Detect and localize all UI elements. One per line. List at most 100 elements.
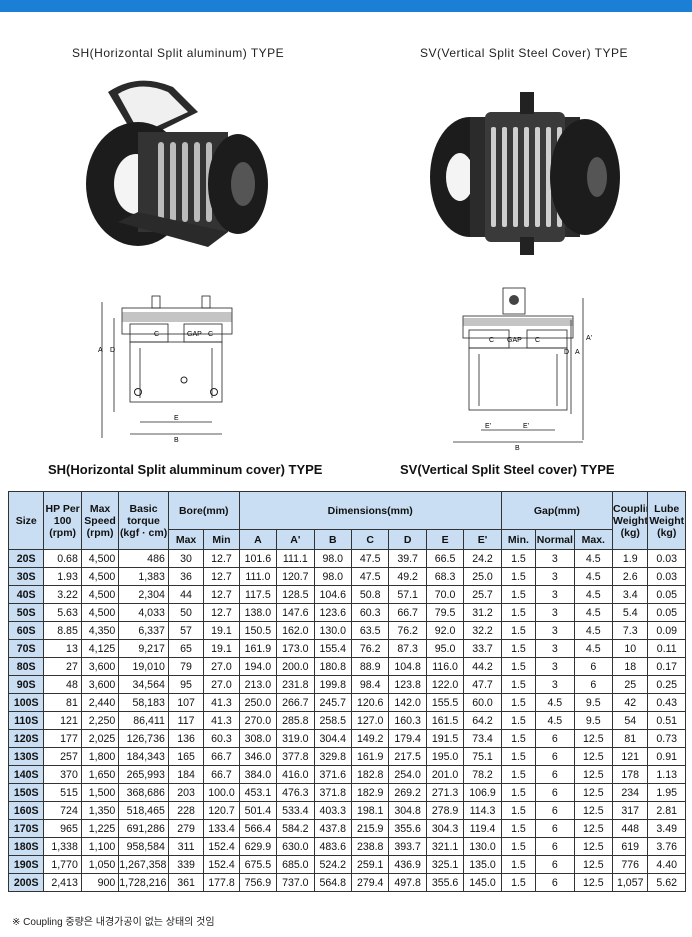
table-cell: 437.8 <box>313 819 352 838</box>
table-cell: 258.5 <box>313 711 352 730</box>
table-cell: 66.7 <box>203 747 240 766</box>
table-cell: 1.5 <box>500 603 537 622</box>
table-cell: 4.5 <box>535 693 575 712</box>
table-cell: 339 <box>167 855 205 874</box>
table-cell: 36 <box>167 567 205 586</box>
table-cell: 1.5 <box>500 675 537 694</box>
table-cell: 0.73 <box>647 729 686 748</box>
table-cell: 66.7 <box>388 603 427 622</box>
table-cell: 76.2 <box>388 621 427 640</box>
table-cell: 1.5 <box>500 567 537 586</box>
table-cell: 3 <box>535 585 575 604</box>
table-cell: 6 <box>535 837 575 856</box>
table-cell: 12.5 <box>573 765 614 784</box>
table-cell: 1.5 <box>500 837 537 856</box>
table-cell: 86,411 <box>118 711 169 730</box>
table-cell: 6 <box>535 729 575 748</box>
table-cell: 50 <box>167 603 205 622</box>
table-cell: 173.0 <box>276 639 315 658</box>
table-cell: 1,338 <box>43 837 82 856</box>
table-cell: 238.8 <box>350 837 390 856</box>
size-cell: 30S <box>7 567 45 586</box>
table-cell: 629.9 <box>238 837 278 856</box>
table-cell: 3,600 <box>80 657 120 676</box>
table-cell: 49.2 <box>388 567 427 586</box>
table-cell: 66.7 <box>203 765 240 784</box>
sh-label-gap: GAP <box>187 331 202 338</box>
table-cell: 182.9 <box>350 783 390 802</box>
sv-label-e-prime-left: E' <box>485 423 491 430</box>
table-cell: 12.7 <box>203 603 240 622</box>
size-cell: 70S <box>7 639 45 658</box>
table-cell: 756.9 <box>238 873 278 892</box>
table-cell: 4.5 <box>573 549 614 568</box>
table-cell: 776 <box>612 855 649 874</box>
table-cell: 60.0 <box>463 693 502 712</box>
table-cell: 311 <box>167 837 205 856</box>
table-cell: 279.4 <box>350 873 390 892</box>
size-cell: 140S <box>7 765 45 784</box>
table-cell: 317 <box>612 801 649 820</box>
sv-label-a: A <box>575 349 580 356</box>
table-cell: 58,183 <box>118 693 169 712</box>
table-cell: 497.8 <box>388 873 427 892</box>
header-dim-c: C <box>350 529 390 550</box>
table-cell: 370 <box>43 765 82 784</box>
size-cell: 180S <box>7 837 45 856</box>
table-cell: 6 <box>535 819 575 838</box>
header-dim-d: D <box>388 529 427 550</box>
header-hp-per-100: HP Per 100 (rpm) <box>43 491 82 550</box>
size-cell: 90S <box>7 675 45 694</box>
table-cell: 10 <box>612 639 649 658</box>
table-cell: 119.4 <box>463 819 502 838</box>
table-cell: 518,465 <box>118 801 169 820</box>
table-cell: 3.22 <box>43 585 82 604</box>
table-cell: 27.0 <box>203 675 240 694</box>
table-cell: 1.5 <box>500 657 537 676</box>
table-cell: 155.4 <box>313 639 352 658</box>
size-cell: 190S <box>7 855 45 874</box>
table-cell: 68.3 <box>425 567 465 586</box>
table-cell: 0.91 <box>647 747 686 766</box>
sh-label-b: B <box>174 437 179 444</box>
table-cell: 19.1 <box>203 621 240 640</box>
table-cell: 201.0 <box>425 765 465 784</box>
table-cell: 371.6 <box>313 765 352 784</box>
table-cell: 120.7 <box>203 801 240 820</box>
size-cell: 40S <box>7 585 45 604</box>
table-cell: 0.03 <box>647 549 686 568</box>
table-cell: 177 <box>43 729 82 748</box>
table-cell: 1,225 <box>80 819 120 838</box>
table-cell: 25.0 <box>463 567 502 586</box>
table-cell: 1.5 <box>500 765 537 784</box>
table-cell: 3,600 <box>80 675 120 694</box>
table-cell: 501.4 <box>238 801 278 820</box>
table-cell: 155.5 <box>425 693 465 712</box>
table-cell: 161.5 <box>425 711 465 730</box>
table-cell: 121 <box>43 711 82 730</box>
table-cell: 393.7 <box>388 837 427 856</box>
table-cell: 54 <box>612 711 649 730</box>
table-cell: 116.0 <box>425 657 465 676</box>
table-cell: 79.5 <box>425 603 465 622</box>
table-cell: 483.6 <box>313 837 352 856</box>
table-cell: 123.8 <box>388 675 427 694</box>
table-cell: 88.9 <box>350 657 390 676</box>
table-cell: 533.4 <box>276 801 315 820</box>
size-cell: 160S <box>7 801 45 820</box>
table-cell: 8.85 <box>43 621 82 640</box>
table-cell: 1.5 <box>500 639 537 658</box>
header-size: Size <box>7 491 45 550</box>
table-cell: 2,440 <box>80 693 120 712</box>
table-cell: 269.2 <box>388 783 427 802</box>
table-cell: 92.0 <box>425 621 465 640</box>
table-cell: 12.5 <box>573 873 614 892</box>
table-cell: 0.11 <box>647 639 686 658</box>
table-cell: 265,993 <box>118 765 169 784</box>
table-cell: 24.2 <box>463 549 502 568</box>
table-cell: 257 <box>43 747 82 766</box>
